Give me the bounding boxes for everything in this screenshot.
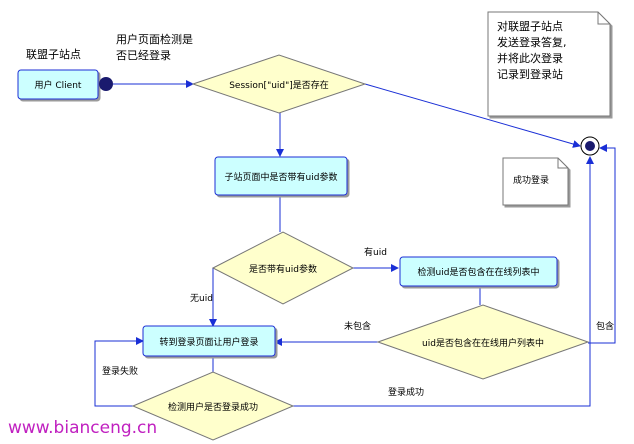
decision-has-uid-label: 是否带有uid参数 [249,264,317,275]
edge-label-not-contained: 未包含 [344,322,372,332]
end-node-dot [585,141,595,151]
process-check-list-label: 检测uid是否包含在在线列表中 [417,268,540,278]
note-top-right-line1: 对联盟子站点 [497,20,563,33]
edge-label-yes-uid: 有uid [364,248,387,258]
note-top-right-shape [487,11,611,117]
edge-label-login-success: 登录成功 [388,388,425,398]
note-top-right-line2: 发送登录答复, [497,36,567,49]
decision-session-label: Session["uid"]是否存在 [229,80,329,91]
note-top-right-line4: 记录到登录站 [497,68,563,81]
decision-session[interactable] [191,54,367,114]
edge-login-success [293,156,594,407]
watermark-text: www.bianceng.cn [8,418,158,438]
process-goto-login[interactable] [142,325,276,357]
note-top-right-line3: 并将此次登录 [497,52,563,65]
edge-label-contained: 包含 [596,322,615,332]
edge-session-to-end [364,83,581,148]
edge-contained [588,144,616,344]
start-node [99,77,113,91]
note-success-label: 成功登录 [513,176,550,186]
decision-in-list-label: uid是否包含在在线用户列表中 [422,338,544,349]
decision-login-ok[interactable] [131,371,295,441]
process-check-param-label: 子站页面中是否带有uid参数 [224,172,338,183]
process-check-param[interactable] [214,156,348,196]
decision-in-list[interactable] [376,304,590,380]
decision-login-ok-label: 检测用户是否登录成功 [167,402,258,413]
actor-box[interactable] [17,69,99,100]
actor-caption: 联盟子站点 [26,48,81,61]
process-check-list[interactable] [399,256,558,287]
start-annotation-line1: 用户页面检测是 [116,33,193,46]
note-success-shape [502,157,569,206]
process-goto-login-label: 转到登录页面让用户登录 [159,337,259,348]
edge-login-fail [94,337,144,407]
start-annotation-line2: 否已经登录 [116,49,171,62]
edge-label-no-uid: 无uid [190,294,213,304]
actor-label[interactable]: 用户 Client [34,81,82,91]
edge-label-login-fail: 登录失败 [102,367,139,377]
decision-has-uid[interactable] [211,231,355,305]
